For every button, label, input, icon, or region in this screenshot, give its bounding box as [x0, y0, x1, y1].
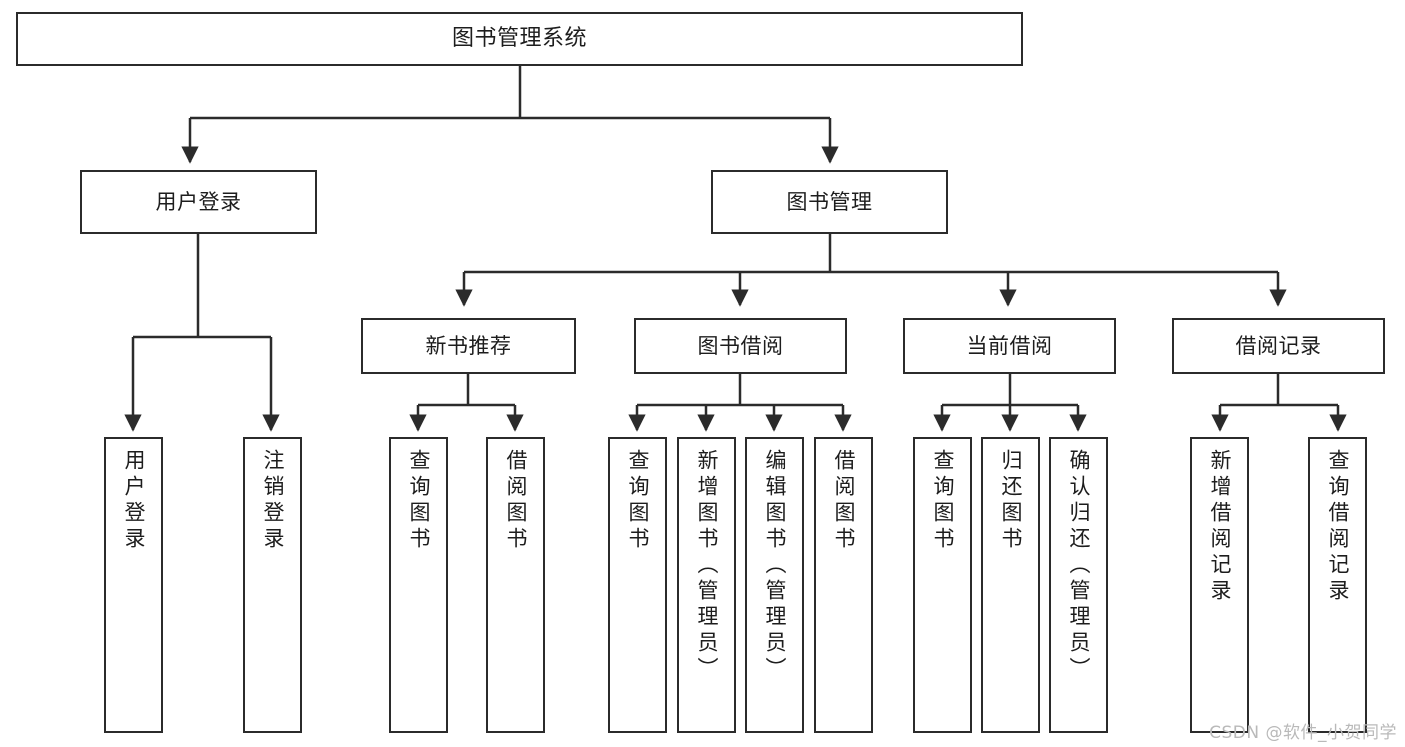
node-label: 用户登录	[155, 189, 242, 214]
leaf-user-login-login[interactable]: 用户登录	[104, 437, 163, 733]
leaf-borrow-edit-book-admin[interactable]: 编辑图书（管理员）	[745, 437, 804, 733]
node-label: 当前借阅	[966, 333, 1053, 358]
node-label: 归还图书	[999, 449, 1023, 553]
node-label: 用户登录	[122, 449, 146, 553]
node-label: 确认归还（管理员）	[1067, 449, 1091, 683]
node-label: 查询图书	[626, 449, 650, 553]
node-label: 查询图书	[407, 449, 431, 553]
leaf-borrow-borrow-book[interactable]: 借阅图书	[814, 437, 873, 733]
leaf-record-add-record[interactable]: 新增借阅记录	[1190, 437, 1249, 733]
node-current-borrowing[interactable]: 当前借阅	[903, 318, 1116, 374]
node-label: 查询图书	[931, 449, 955, 553]
node-label: 借阅图书	[504, 449, 528, 553]
node-root-book-management-system[interactable]: 图书管理系统	[16, 12, 1023, 66]
node-label: 借阅记录	[1235, 333, 1322, 358]
node-label: 新增借阅记录	[1208, 449, 1232, 605]
node-book-borrowing[interactable]: 图书借阅	[634, 318, 847, 374]
leaf-new-book-query[interactable]: 查询图书	[389, 437, 448, 733]
node-label: 借阅图书	[832, 449, 856, 553]
node-new-book-recommendation[interactable]: 新书推荐	[361, 318, 576, 374]
node-label: 图书借阅	[697, 333, 784, 358]
node-label: 新书推荐	[425, 333, 512, 358]
node-borrow-records[interactable]: 借阅记录	[1172, 318, 1385, 374]
node-label: 注销登录	[261, 449, 285, 553]
leaf-borrow-add-book-admin[interactable]: 新增图书（管理员）	[677, 437, 736, 733]
node-label: 编辑图书（管理员）	[763, 449, 787, 683]
node-label: 查询借阅记录	[1326, 449, 1350, 605]
node-book-management[interactable]: 图书管理	[711, 170, 948, 234]
leaf-current-confirm-return-admin[interactable]: 确认归还（管理员）	[1049, 437, 1108, 733]
csdn-watermark: CSDN @软件_小贺同学	[1209, 723, 1397, 743]
leaf-borrow-query-book[interactable]: 查询图书	[608, 437, 667, 733]
leaf-current-query-book[interactable]: 查询图书	[913, 437, 972, 733]
leaf-user-login-logout[interactable]: 注销登录	[243, 437, 302, 733]
node-user-login[interactable]: 用户登录	[80, 170, 317, 234]
leaf-current-return-book[interactable]: 归还图书	[981, 437, 1040, 733]
node-label: 新增图书（管理员）	[695, 449, 719, 683]
leaf-new-book-borrow[interactable]: 借阅图书	[486, 437, 545, 733]
node-label: 图书管理系统	[451, 26, 587, 52]
node-label: 图书管理	[786, 189, 873, 214]
leaf-record-query-record[interactable]: 查询借阅记录	[1308, 437, 1367, 733]
